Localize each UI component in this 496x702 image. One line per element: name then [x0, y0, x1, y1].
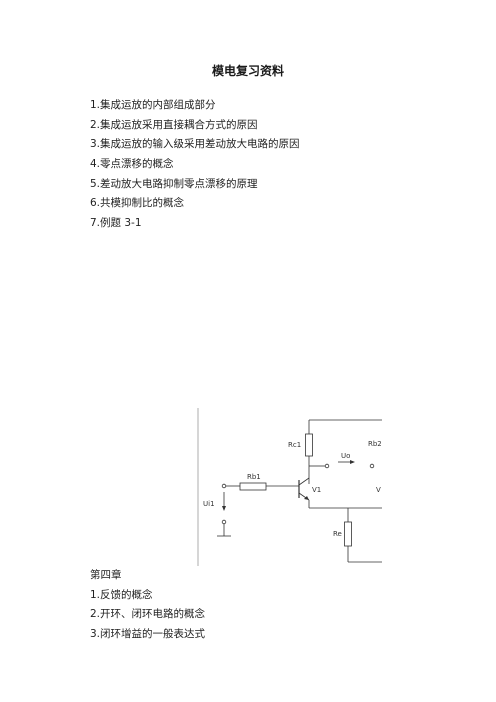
ground-terminal — [221, 519, 227, 525]
ui1-label: Ui1 — [203, 500, 215, 508]
chapter-section: 第四章 1.反馈的概念 2.开环、闭环电路的概念 3.闭环增益的一般表达式 — [90, 566, 205, 644]
emitter-resistor-re — [344, 521, 352, 547]
list-item: 1.反馈的概念 — [90, 588, 153, 601]
document-title: 模电复习资料 — [211, 64, 284, 78]
list-item: 3.集成运放的输入级采用差动放大电路的原因 — [90, 138, 300, 151]
uo-label: Uo — [341, 452, 350, 460]
rc1-label: Rc1 — [288, 441, 301, 449]
rb2-label: Rb2 — [368, 440, 382, 448]
re-label: Re — [333, 530, 342, 538]
list-item: 7.例题 3-1 — [90, 217, 142, 230]
v2-label: V — [376, 486, 381, 494]
list-item: 5.差动放大电路抑制零点漂移的原理 — [90, 177, 258, 190]
list-item: 2.集成运放采用直接耦合方式的原因 — [90, 118, 258, 131]
rb1-label: Rb1 — [247, 473, 261, 481]
chapter-heading: 第四章 — [90, 569, 122, 581]
base-resistor-rb1 — [239, 482, 267, 491]
collector-resistor-rc1 — [305, 433, 313, 457]
list-item: 6.共模抑制比的概念 — [90, 197, 185, 210]
v1-label: V1 — [312, 486, 321, 494]
output-terminal-2 — [369, 463, 375, 469]
output-terminal — [324, 463, 330, 469]
list-item: 1.集成运放的内部组成部分 — [90, 99, 216, 111]
review-topic-list: 1.集成运放的内部组成部分 2.集成运放采用直接耦合方式的原因 3.集成运放的输… — [90, 96, 300, 234]
list-item: 3.闭环增益的一般表达式 — [90, 627, 206, 640]
list-item: 2.开环、闭环电路的概念 — [90, 608, 206, 620]
list-item: 4.零点漂移的概念 — [90, 158, 174, 171]
input-terminal — [221, 483, 227, 489]
differential-amplifier-circuit: Rc1 Uo Rb2 V1 V Rb1 Ui1 Re — [197, 408, 382, 566]
